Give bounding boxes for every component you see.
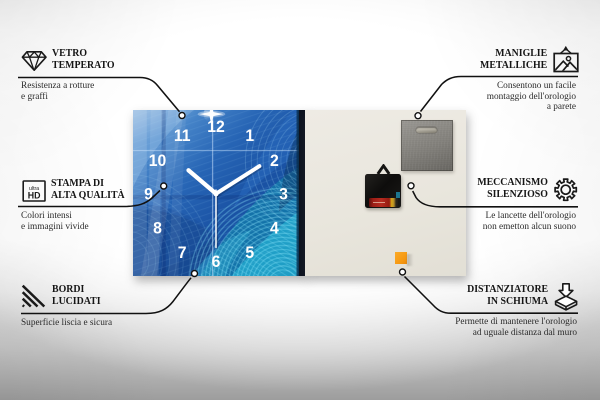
svg-text:6: 6 xyxy=(212,253,221,271)
svg-text:ultra: ultra xyxy=(29,186,39,192)
svg-text:8: 8 xyxy=(153,219,162,237)
svg-text:2: 2 xyxy=(270,152,279,170)
svg-text:9: 9 xyxy=(144,185,153,203)
svg-text:12: 12 xyxy=(207,118,225,136)
svg-text:1: 1 xyxy=(245,127,254,145)
svg-text:10: 10 xyxy=(149,152,167,170)
svg-text:5: 5 xyxy=(245,244,254,262)
svg-text:4: 4 xyxy=(270,219,279,237)
svg-text:3: 3 xyxy=(279,185,288,203)
svg-text:7: 7 xyxy=(178,244,187,262)
svg-text:HD: HD xyxy=(28,191,41,201)
svg-text:11: 11 xyxy=(174,127,191,145)
